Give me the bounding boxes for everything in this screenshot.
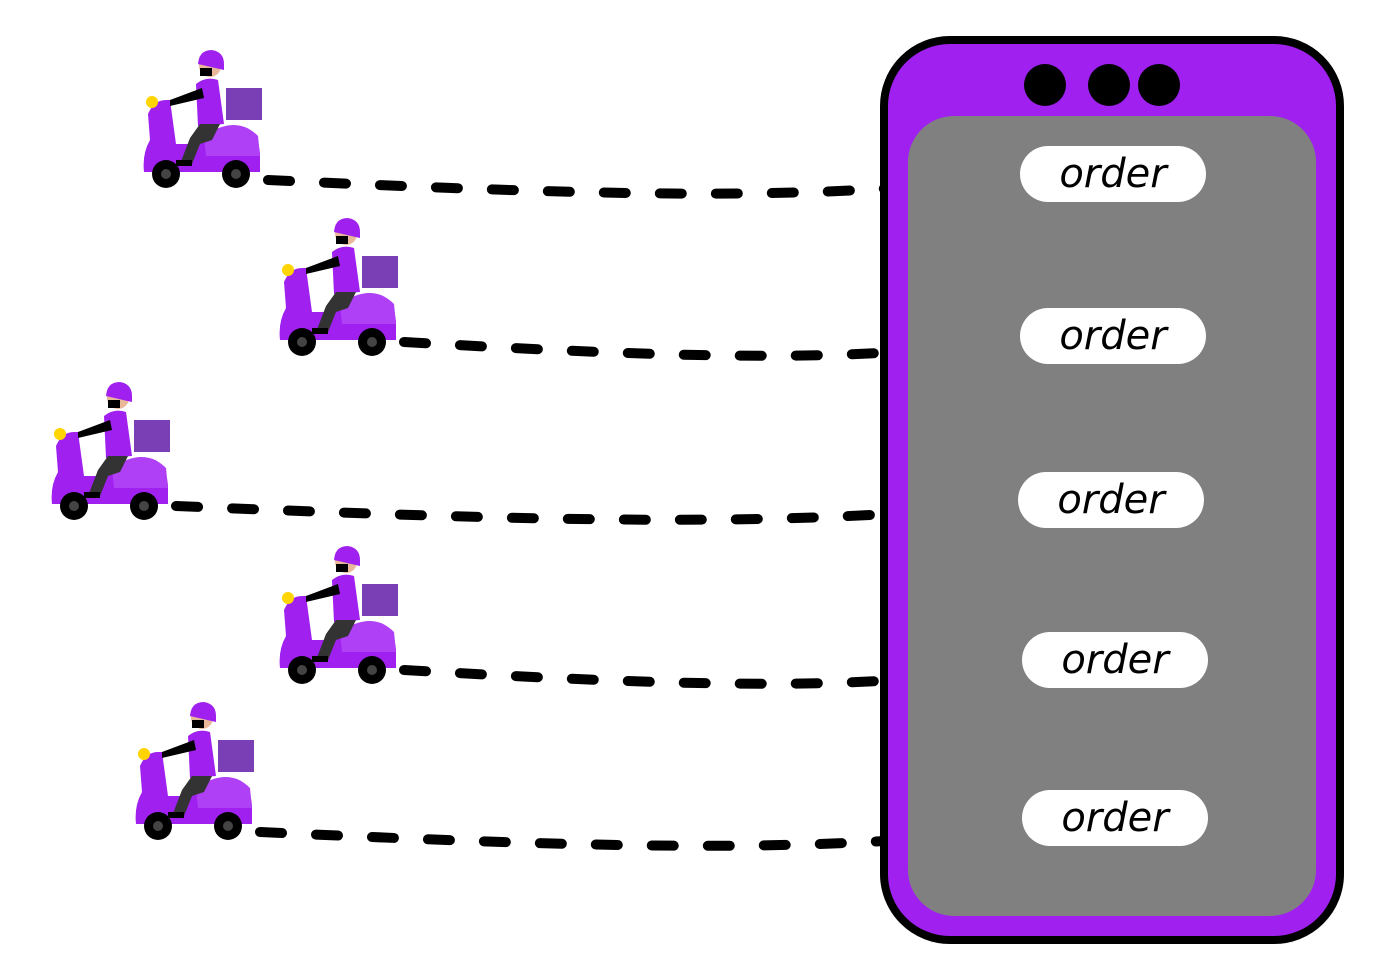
order-pill-3[interactable]: order bbox=[1018, 472, 1204, 528]
camera-dot-1 bbox=[1024, 64, 1066, 106]
order-pill-4[interactable]: order bbox=[1022, 632, 1208, 688]
dashed-connector-2 bbox=[399, 333, 1025, 361]
delivery-scooter-rider-icon-4 bbox=[279, 546, 398, 684]
order-pill-2[interactable]: order bbox=[1020, 308, 1206, 364]
camera-dot-3 bbox=[1138, 64, 1180, 106]
delivery-scooter-rider-icon-3 bbox=[51, 382, 170, 520]
camera-dot-2 bbox=[1088, 64, 1130, 106]
order-pill-5[interactable]: order bbox=[1022, 790, 1208, 846]
delivery-scooter-rider-icon-2 bbox=[279, 218, 398, 356]
delivery-scooter-rider-icon-1 bbox=[143, 50, 262, 188]
order-pill-1[interactable]: order bbox=[1020, 146, 1206, 202]
dashed-connector-4 bbox=[399, 661, 1025, 689]
delivery-scooter-rider-icon-5 bbox=[135, 702, 254, 840]
